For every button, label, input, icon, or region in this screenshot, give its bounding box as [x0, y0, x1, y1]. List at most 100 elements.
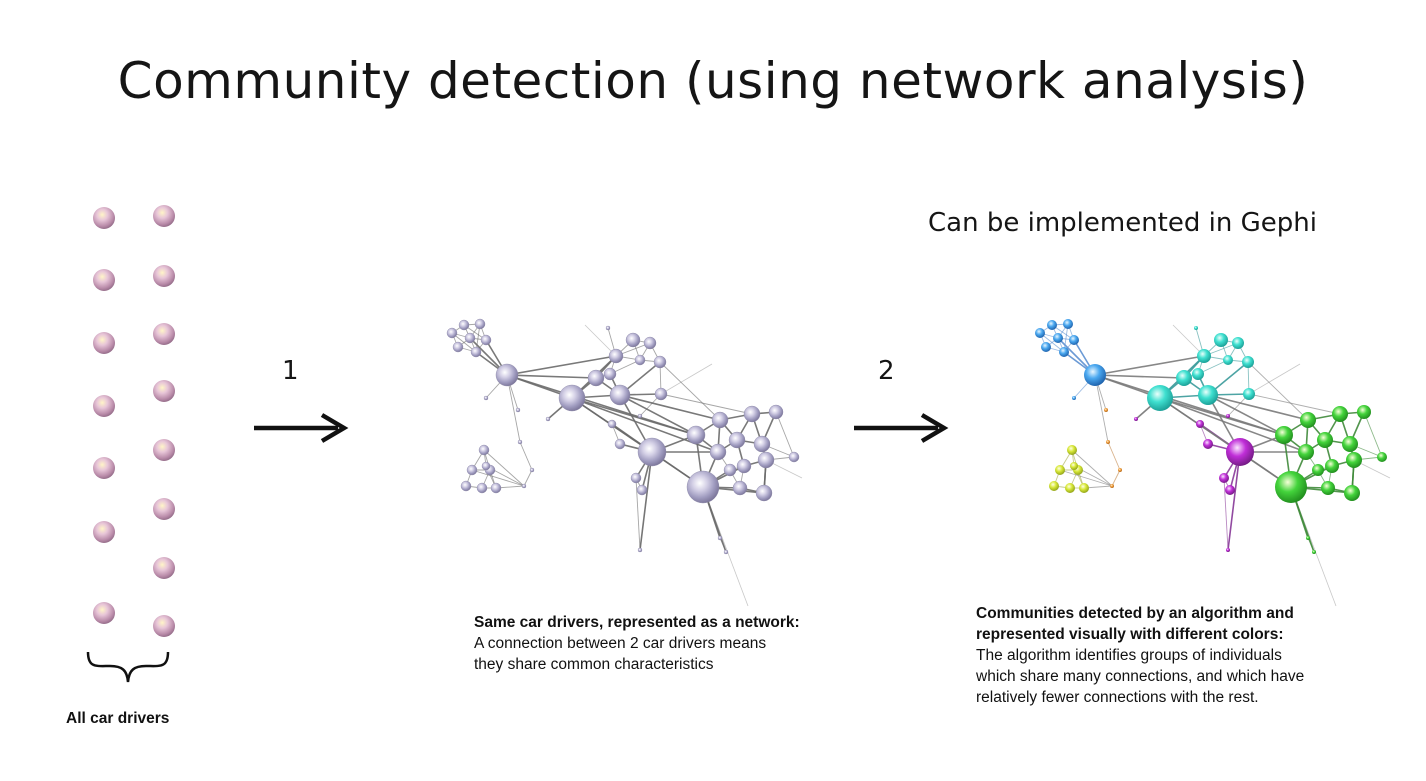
graph-node	[614, 438, 626, 450]
graph-edge	[1247, 361, 1309, 421]
graph-edge	[619, 394, 721, 421]
graph-edge	[1107, 441, 1121, 471]
network-caption-heading: Same car drivers, represented as a netwo…	[474, 614, 800, 631]
graph-node	[686, 425, 706, 445]
graph-node	[460, 480, 472, 492]
driver-node	[153, 205, 175, 227]
graph-node	[1226, 438, 1254, 466]
graph-node	[1065, 483, 1075, 493]
graph-node	[1321, 481, 1335, 495]
graph-node	[630, 472, 642, 484]
graph-node	[1346, 452, 1362, 468]
graph-node	[1047, 320, 1057, 330]
graph-edge	[519, 441, 533, 471]
graph-node	[753, 435, 771, 453]
graph-node	[1317, 432, 1333, 448]
graph-node	[1344, 485, 1360, 501]
graph-edge	[1307, 537, 1315, 553]
driver-node	[93, 395, 115, 417]
graph-node	[654, 387, 668, 401]
driver-node	[93, 207, 115, 229]
community-caption-heading: represented visually with different colo…	[976, 626, 1284, 643]
graph-node	[1134, 417, 1138, 421]
graph-edge	[506, 374, 697, 436]
graph-node	[723, 463, 737, 477]
graph-node	[643, 336, 657, 350]
graph-node	[452, 341, 464, 353]
graph-node	[1325, 459, 1339, 473]
graph-node	[686, 470, 720, 504]
graph-node	[768, 404, 784, 420]
graph-node	[755, 484, 773, 502]
driver-node	[153, 615, 175, 637]
graph-node	[1243, 388, 1255, 400]
graph-edge	[660, 363, 713, 395]
bracket-brace	[86, 651, 170, 683]
graph-edge	[660, 393, 753, 415]
graph-node	[1275, 426, 1293, 444]
graph-node	[603, 367, 617, 381]
driver-node	[93, 457, 115, 479]
driver-node	[153, 557, 175, 579]
step-1-label: 1	[282, 356, 299, 386]
arrow-1	[254, 413, 349, 443]
community-graph	[1035, 319, 1391, 607]
graph-node	[1063, 319, 1073, 329]
graph-node	[636, 484, 648, 496]
driver-node	[93, 602, 115, 624]
graph-edge	[659, 361, 721, 421]
network-caption-line: A connection between 2 car drivers means	[474, 635, 767, 652]
graph-node	[1196, 420, 1204, 428]
graph-node	[1342, 436, 1358, 452]
graph-node	[464, 332, 476, 344]
graph-node	[605, 325, 611, 331]
graph-node	[483, 395, 489, 401]
graph-node	[757, 451, 775, 469]
graph-node	[607, 419, 617, 429]
graph-node	[1176, 370, 1192, 386]
drivers-column	[93, 205, 175, 637]
graph-node	[1067, 445, 1077, 455]
graph-node	[1118, 468, 1122, 472]
graph-node	[1079, 483, 1089, 493]
graph-edge	[1094, 355, 1205, 376]
driver-node	[153, 380, 175, 402]
graph-node	[1225, 485, 1235, 495]
graph-node	[1104, 408, 1108, 412]
graph-node	[788, 451, 800, 463]
driver-node	[153, 439, 175, 461]
graph-node	[717, 535, 723, 541]
graph-node	[495, 363, 519, 387]
graph-edge	[471, 469, 525, 487]
network-caption: Same car drivers, represented as a netwo…	[474, 612, 894, 675]
graph-node	[637, 413, 643, 419]
community-caption-heading: Communities detected by an algorithm and	[976, 605, 1294, 622]
graph-node	[1226, 414, 1230, 418]
graph-edge	[639, 451, 653, 551]
graph-node	[529, 467, 535, 473]
graph-node	[1198, 385, 1218, 405]
graph-edge	[506, 374, 597, 379]
graph-node	[446, 327, 458, 339]
graph-edge	[1248, 363, 1301, 395]
driver-node	[93, 269, 115, 291]
graph-node	[1223, 355, 1233, 365]
graph-edge	[619, 394, 697, 436]
graph-node	[709, 443, 727, 461]
graph-node	[637, 547, 643, 553]
graph-edge	[584, 324, 617, 357]
graph-node	[481, 461, 491, 471]
graph-node	[728, 431, 746, 449]
graph-node	[480, 334, 492, 346]
graph-edge	[1248, 393, 1341, 415]
graph-node	[1242, 356, 1254, 368]
graph-edge	[1039, 332, 1065, 353]
graph-node	[1106, 440, 1110, 444]
graph-edge	[523, 469, 533, 487]
graph-node	[490, 482, 502, 494]
slide-title: Community detection (using network analy…	[117, 52, 1309, 110]
graph-node	[1069, 335, 1079, 345]
graph-node	[1070, 462, 1078, 470]
graph-edge	[483, 449, 525, 487]
graph-node	[1275, 471, 1307, 503]
